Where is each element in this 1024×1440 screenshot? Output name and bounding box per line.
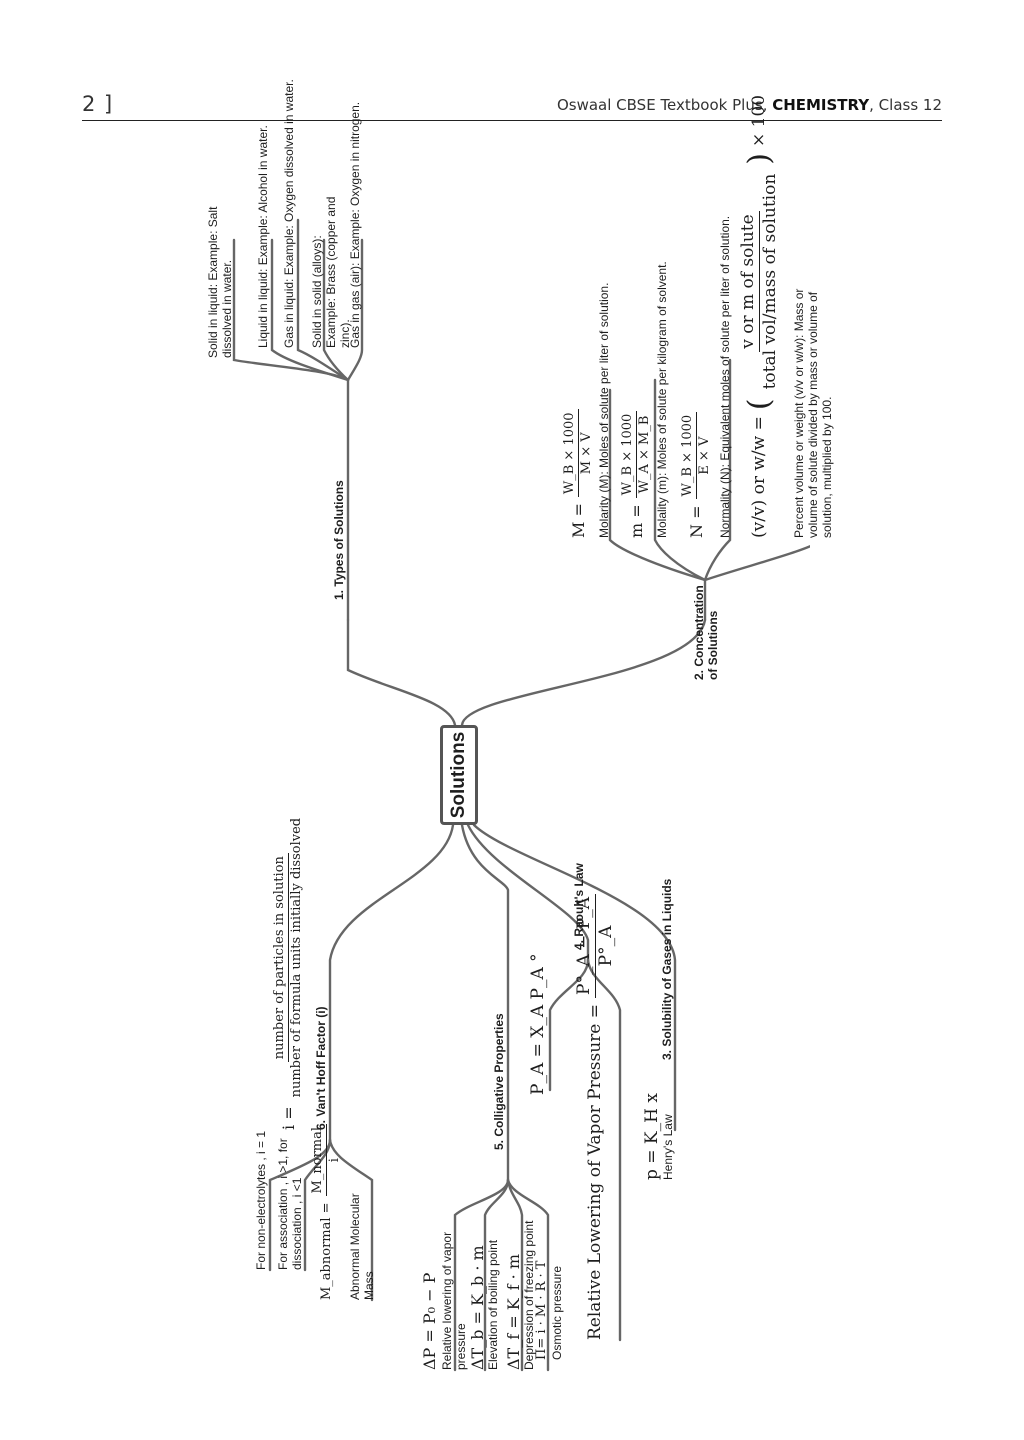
vh-association: For association , i >1, for dissociation…	[276, 1138, 304, 1270]
percent-lhs: (v/v) or w/w =	[749, 416, 769, 538]
col-b2	[483, 1178, 510, 1372]
types-b2	[270, 238, 350, 382]
concentration-label: 2. Concentration of Solutions	[692, 585, 720, 680]
henry-formula: p = K_H x	[642, 1093, 662, 1180]
page-number: 2 ]	[82, 92, 114, 116]
molality-desc: Molality (m): Moles of solute per kilogr…	[655, 261, 669, 538]
molality-num: W_B × 1000	[620, 410, 637, 499]
book-name: Oswaal CBSE Textbook Plus,	[556, 96, 773, 114]
solutions-mind-map: Solutions 1. Types of Solutions Solid in…	[110, 79, 834, 1380]
normality-num: W_B × 1000	[680, 411, 697, 500]
raoult-b2	[586, 958, 622, 1342]
col-delta-p-formula: ΔP = P₀ − P	[420, 1272, 439, 1370]
molarity-den: M × V	[579, 432, 594, 475]
vh-abn-den: i	[327, 1158, 342, 1163]
raoult-formula: P_A = X_A P_A °	[528, 953, 548, 1095]
col-boiling-desc: Elevation of boiling point	[486, 1239, 500, 1370]
center-node-solutions: Solutions	[440, 725, 478, 825]
normality-den: E × V	[697, 436, 712, 475]
normality-desc: Normality (N): Equivalent moles of solut…	[718, 215, 732, 538]
link-concentration	[460, 618, 707, 727]
link-colligative	[460, 823, 510, 1182]
types-b5	[346, 238, 364, 382]
type-solid-in-solid: Solid in solid (alloys): Example: Brass …	[310, 196, 352, 348]
percent-den: total vol/mass of solution	[760, 173, 780, 390]
vanthoff-i-lhs: i =	[278, 1106, 298, 1130]
col-boiling-formula: ΔT_b = K_b · m	[468, 1245, 487, 1370]
vh-abnormal-desc: Abnormal Molecular Mass	[348, 1193, 376, 1300]
col-osmotic-formula: Π= i · M · R · T	[534, 1260, 549, 1360]
raoult-b1	[548, 958, 590, 1092]
vh-b2	[303, 1138, 332, 1272]
col-delta-p-desc: Relative lowering of vapor pressure	[440, 1231, 468, 1370]
link-henry	[472, 823, 677, 1132]
rlvp-num: P°_A − P_A	[574, 894, 596, 998]
colligative-label: 5. Colligative Properties	[492, 1013, 506, 1150]
conc-b1	[608, 388, 707, 582]
conc-b3	[703, 358, 732, 582]
percent-desc: Percent volume or weight (v/v or w/w): M…	[792, 288, 834, 538]
percent-num: v or m of solute	[738, 211, 760, 352]
type-solid-in-liquid: Solid in liquid: Example: Salt dissolved…	[206, 206, 234, 358]
conc-b4	[703, 263, 810, 582]
vh-nonelectrolyte: For non-electrolytes , i = 1	[254, 1130, 268, 1270]
vanthoff-i-num: number of particles in solution	[272, 853, 289, 1063]
type-gas-in-gas: Gas in gas (air): Example: Oxygen in nit…	[348, 101, 362, 348]
molarity-lhs: M =	[568, 503, 588, 538]
henry-label: 3. Solubility of Gases in Liquids	[660, 878, 674, 1060]
link-types	[346, 618, 457, 727]
col-osmotic-desc: Osmotic pressure	[550, 1265, 564, 1360]
types-b4	[322, 238, 350, 382]
link-raoult	[466, 823, 590, 962]
vh-abn-lhs: M_abnormal =	[318, 1202, 334, 1300]
vh-abn-num: M_normal	[310, 1123, 327, 1197]
book-class: , Class 12	[869, 96, 942, 114]
book-subject: CHEMISTRY	[772, 96, 870, 114]
molality-lhs: m =	[626, 504, 646, 538]
col-freezing-formula: ΔT_f = K_f · m	[504, 1253, 523, 1370]
molality-den: W_A × M_B	[637, 415, 652, 494]
henry-name: Henry's Law	[661, 1114, 675, 1180]
vanthoff-i-den: number of formula units initially dissol…	[289, 817, 304, 1098]
rlvp-den: P°_A	[596, 925, 616, 967]
molarity-desc: Molarity (M): Moles of solute per liter …	[597, 282, 611, 538]
types-label: 1. Types of Solutions	[332, 480, 346, 600]
vh-b3	[328, 1138, 374, 1302]
type-gas-in-liquid: Gas in liquid: Example: Oxygen dissolved…	[282, 79, 296, 348]
percent-mult: × 100	[749, 94, 769, 147]
page-header: 2 ] Oswaal CBSE Textbook Plus, CHEMISTRY…	[82, 92, 942, 121]
types-b3	[296, 218, 350, 382]
rlvp-lhs: Relative Lowering of Vapor Pressure =	[585, 1004, 605, 1340]
type-liquid-in-liquid: Liquid in liquid: Example: Alcohol in wa…	[256, 125, 270, 348]
rlvp-formula: Relative Lowering of Vapor Pressure = P°…	[574, 894, 617, 1340]
col-b4	[506, 1178, 550, 1372]
molarity-num: W_B × 1000	[562, 409, 579, 498]
book-title: Oswaal CBSE Textbook Plus, CHEMISTRY, Cl…	[557, 96, 942, 114]
connector-lines	[232, 218, 810, 1372]
normality-lhs: N =	[686, 505, 706, 539]
conc-b2	[653, 378, 707, 582]
vanthoff-label: 6. Van't Hoff Factor (i)	[314, 1006, 328, 1130]
link-vanthoff	[328, 823, 455, 1142]
